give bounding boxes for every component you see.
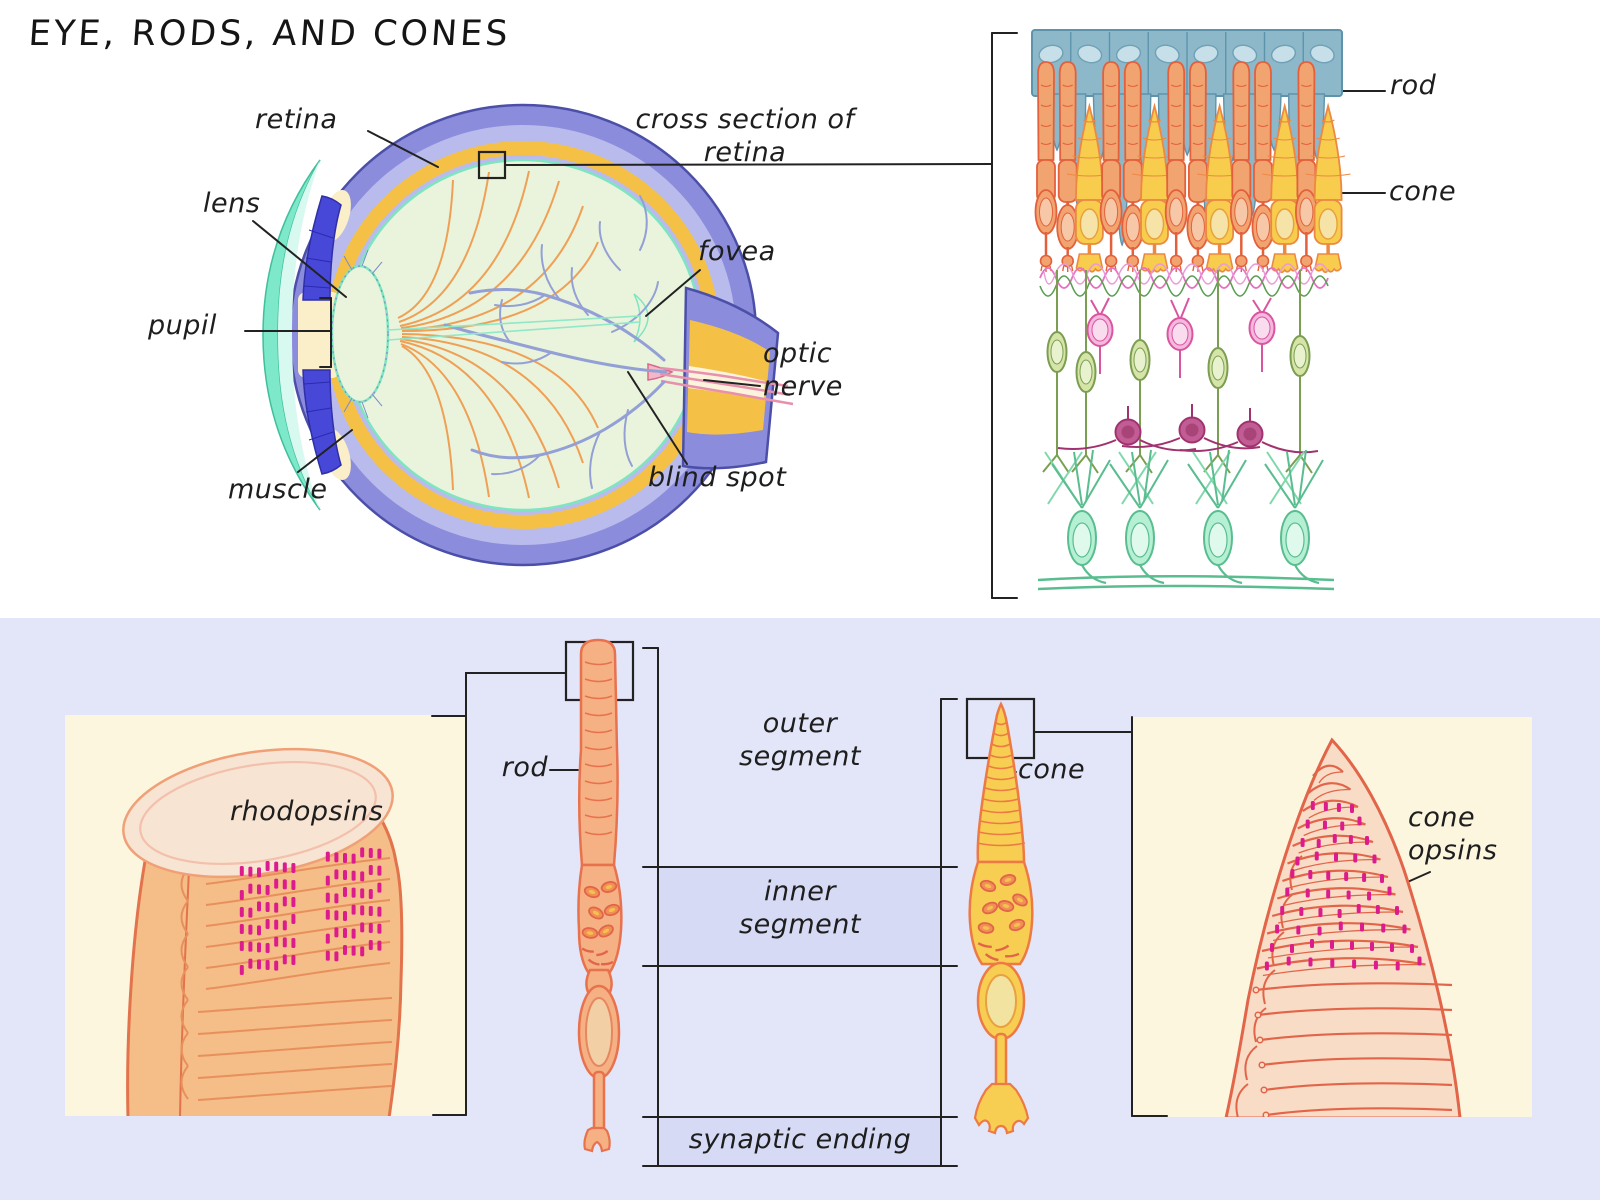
lens-leader bbox=[252, 220, 347, 298]
light-ray bbox=[387, 321, 641, 341]
iris bbox=[302, 195, 342, 475]
bottom-frame-lines bbox=[281, 647, 1431, 1167]
cornea bbox=[262, 159, 321, 511]
fovea-leader bbox=[645, 269, 701, 317]
label-lens: lens bbox=[203, 188, 261, 219]
label-cone-bottom: cone bbox=[1018, 754, 1086, 785]
label-rod-bottom: rod bbox=[501, 752, 548, 783]
rod-synaptic-terminal bbox=[583, 1126, 611, 1153]
label-rod-top: rod bbox=[1390, 70, 1437, 101]
fovea-notch bbox=[633, 293, 649, 343]
label-synaptic-ending: synaptic ending bbox=[688, 1124, 912, 1155]
optic-nerve-leader bbox=[703, 379, 761, 387]
ciliary-fibers bbox=[397, 170, 599, 499]
cone-cell bbox=[968, 701, 1034, 1135]
label-rhodopsins: rhodopsins bbox=[230, 796, 384, 827]
label-pupil: pupil bbox=[148, 310, 217, 341]
cross-section-connector bbox=[505, 163, 993, 166]
label-inner-segment: inner segment bbox=[739, 876, 861, 940]
synaptic-ending-band bbox=[658, 1117, 941, 1166]
label-optic-nerve: optic nerve bbox=[763, 338, 843, 402]
muscle-leader bbox=[297, 429, 353, 473]
cone-opsins-panel bbox=[1224, 737, 1462, 1117]
label-fovea: fovea bbox=[698, 236, 776, 267]
rod-cell bbox=[577, 638, 623, 1153]
anterior-eye bbox=[262, 159, 390, 511]
light-ray bbox=[387, 315, 641, 331]
cone-synaptic-terminal bbox=[973, 1082, 1030, 1135]
label-retina: retina bbox=[255, 104, 338, 135]
label-cone-opsins: cone opsins bbox=[1408, 802, 1498, 866]
leader-lines-top bbox=[244, 32, 1386, 599]
label-muscle: muscle bbox=[228, 474, 328, 505]
rod-panel-connector bbox=[465, 672, 567, 1116]
inner-segment-band bbox=[658, 867, 941, 966]
retina-leader bbox=[367, 130, 439, 168]
retina-cross-section bbox=[1031, 29, 1351, 591]
retinal-vessels bbox=[443, 195, 668, 489]
label-blind-spot: blind spot bbox=[648, 462, 787, 493]
page-title: EYE, RODS, AND CONES bbox=[27, 14, 512, 54]
label-outer-segment: outer segment bbox=[739, 708, 861, 772]
blind-spot-leader bbox=[627, 371, 688, 465]
rod-discs-panel bbox=[122, 747, 404, 1116]
label-cross-section: cross section of retina bbox=[635, 104, 855, 168]
label-cone-top: cone bbox=[1389, 176, 1457, 207]
eye-diagram bbox=[262, 103, 794, 567]
